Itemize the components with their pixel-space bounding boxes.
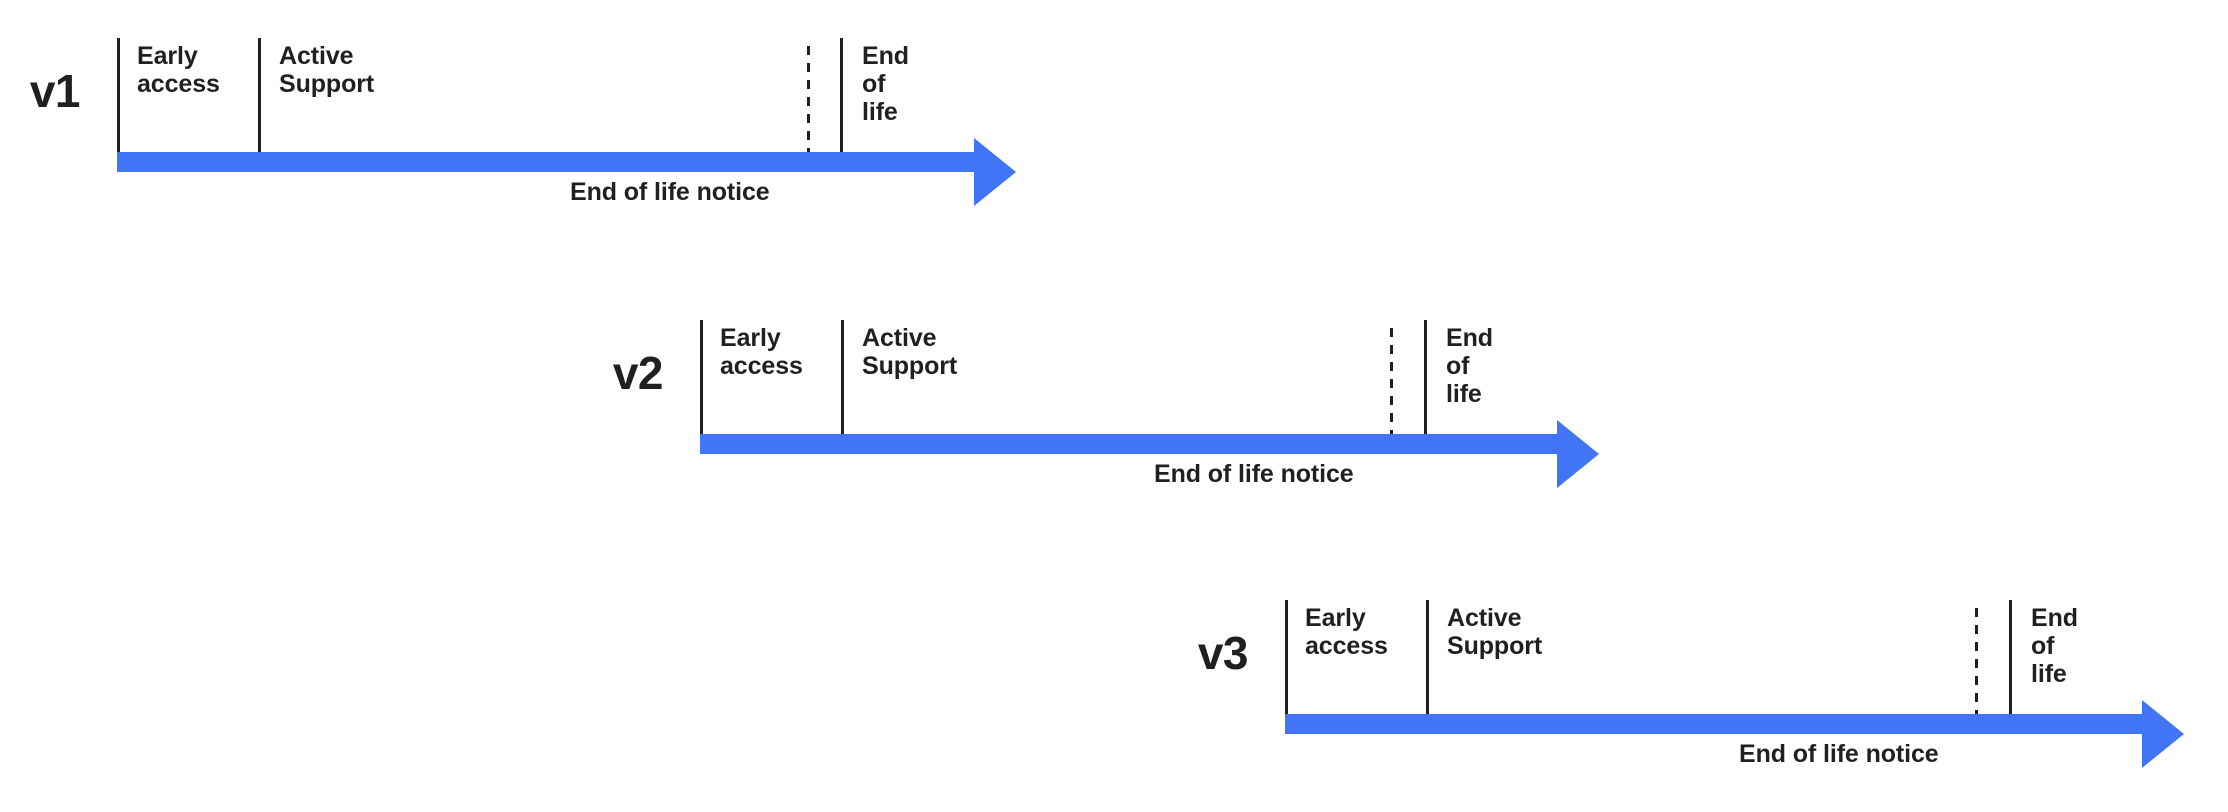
divider-end-of-life-notice-marker xyxy=(1390,328,1393,434)
divider-early-access-start xyxy=(1285,600,1288,714)
divider-active-support-start xyxy=(1426,600,1429,714)
end-of-life-notice-label: End of life notice xyxy=(570,178,770,206)
phase-label-early-access: Early access xyxy=(720,324,803,380)
timeline-arrow-head-icon xyxy=(974,138,1016,206)
timeline-arrow-track xyxy=(117,152,974,172)
timeline-arrow-head-icon xyxy=(1557,420,1599,488)
version-label: v1 xyxy=(29,65,81,117)
divider-end-of-life-notice-marker xyxy=(1975,608,1978,714)
timeline-arrow-track xyxy=(1285,714,2142,734)
timeline-arrow-head-icon xyxy=(2142,700,2184,768)
phase-label-active-support: Active Support xyxy=(862,324,958,380)
divider-end-of-life-start xyxy=(1424,320,1427,434)
phase-label-early-access: Early access xyxy=(137,42,220,98)
version-label: v2 xyxy=(612,347,664,399)
version-label: v3 xyxy=(1197,627,1249,679)
end-of-life-notice-label: End of life notice xyxy=(1154,460,1354,488)
divider-early-access-start xyxy=(700,320,703,434)
timeline-arrow-track xyxy=(700,434,1557,454)
divider-early-access-start xyxy=(117,38,120,152)
phase-label-end-of-life: End of life xyxy=(1446,324,1493,408)
divider-active-support-start xyxy=(841,320,844,434)
phase-label-early-access: Early access xyxy=(1305,604,1388,660)
phase-label-end-of-life: End of life xyxy=(2031,604,2078,688)
phase-label-active-support: Active Support xyxy=(279,42,375,98)
phase-label-end-of-life: End of life xyxy=(862,42,909,126)
divider-active-support-start xyxy=(258,38,261,152)
phase-label-active-support: Active Support xyxy=(1447,604,1543,660)
divider-end-of-life-start xyxy=(2009,600,2012,714)
divider-end-of-life-notice-marker xyxy=(807,46,810,152)
divider-end-of-life-start xyxy=(840,38,843,152)
end-of-life-notice-label: End of life notice xyxy=(1739,740,1939,768)
